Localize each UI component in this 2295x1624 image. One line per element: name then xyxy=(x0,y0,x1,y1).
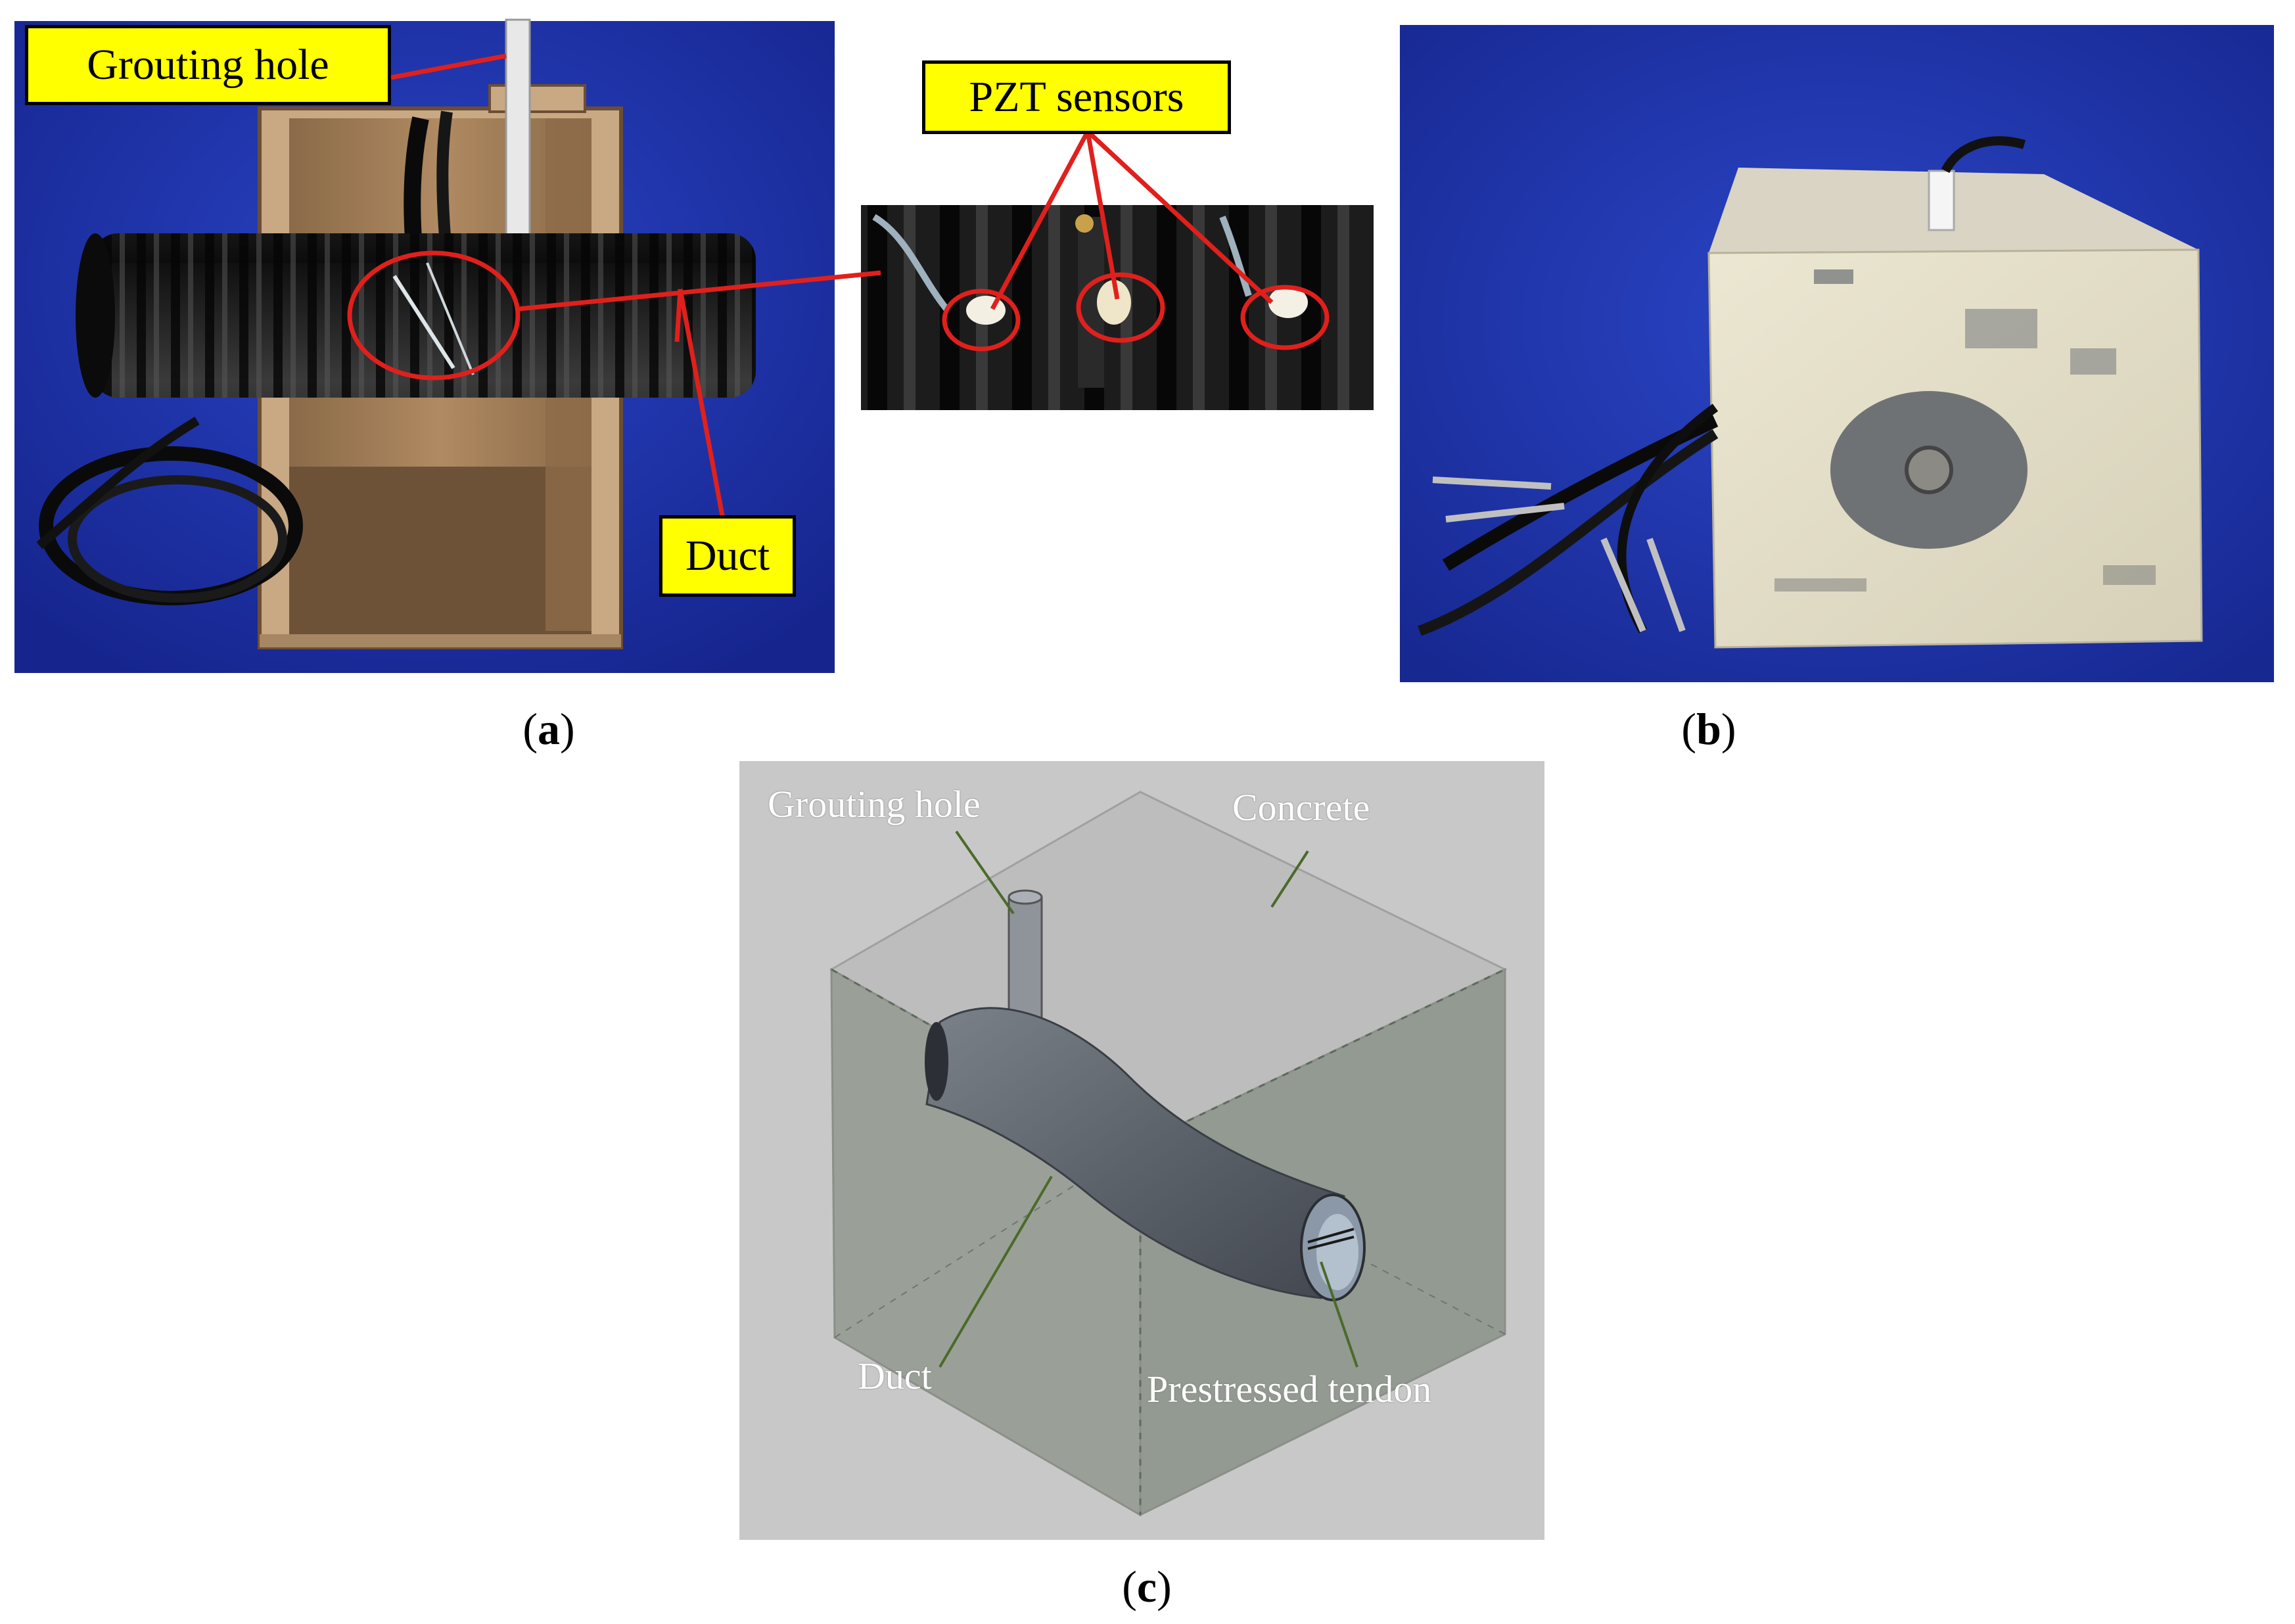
caption-c-close: ) xyxy=(1157,1562,1172,1612)
caption-b-open: ( xyxy=(1681,704,1697,754)
caption-a-open: ( xyxy=(522,704,538,754)
caption-c-open: ( xyxy=(1122,1562,1137,1612)
caption-b-letter: b xyxy=(1696,704,1721,754)
label-concrete: Concrete xyxy=(1232,786,1370,829)
callout-grouting-hole: Grouting hole xyxy=(25,25,391,105)
caption-a-close: ) xyxy=(560,704,575,754)
caption-b: (b) xyxy=(1643,707,1774,751)
caption-b-close: ) xyxy=(1721,704,1736,754)
caption-c: (c) xyxy=(1081,1564,1213,1609)
caption-c-letter: c xyxy=(1136,1562,1157,1612)
label-prestressed-tendon: Prestressed tendon xyxy=(1147,1368,1432,1410)
label-grouting-hole: Grouting hole xyxy=(768,783,981,825)
label-duct: Duct xyxy=(858,1355,932,1397)
callout-pzt-sensors: PZT sensors xyxy=(922,60,1231,134)
callout-duct: Duct xyxy=(659,515,796,597)
caption-a: (a) xyxy=(483,707,614,751)
caption-a-letter: a xyxy=(538,704,560,754)
